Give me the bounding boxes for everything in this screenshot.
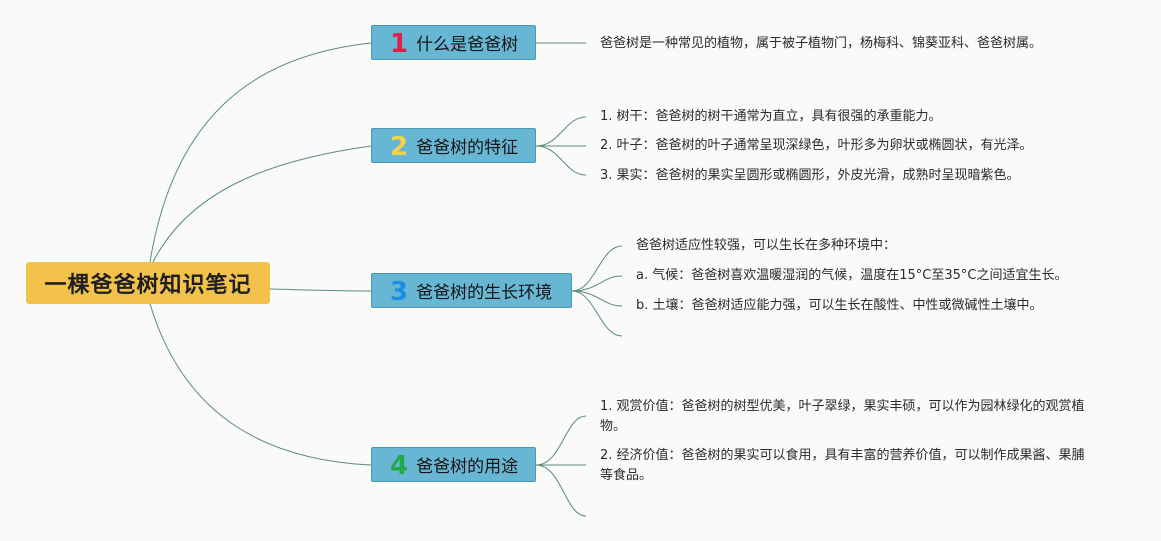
topic-3-item-2: a. 气候：爸爸树喜欢温暖湿润的气候，温度在15°C至35°C之间适宜生长。: [636, 268, 1068, 283]
number-1-icon: 1: [390, 28, 409, 59]
topic-3-node[interactable]: 3 爸爸树的生长环境: [371, 273, 572, 308]
topic-2-item-1: 1. 树干：爸爸树的树干通常为直立，具有很强的承重能力。: [600, 109, 942, 124]
topic-2-label: 爸爸树的特征: [416, 138, 519, 158]
topic-4-item-2: 2. 经济价值：爸爸树的果实可以食用，具有丰富的营养价值，可以制作成果酱、果脯等…: [600, 448, 1085, 484]
topic-3-item-3: b. 土壤：爸爸树适应能力强，可以生长在酸性、中性或微碱性土壤中。: [636, 298, 1043, 313]
topic-4-item-1: 1. 观赏价值：爸爸树的树型优美，叶子翠绿，果实丰硕，可以作为园林绿化的观赏植物…: [600, 399, 1085, 435]
topic-2-item-3: 3. 果实：爸爸树的果实呈圆形或椭圆形，外皮光滑，成熟时呈现暗紫色。: [600, 168, 1020, 183]
topic-1-node[interactable]: 1 什么是爸爸树: [371, 25, 536, 60]
topic-4-label: 爸爸树的用途: [416, 457, 519, 477]
topic-3-item-1: 爸爸树适应性较强，可以生长在多种环境中：: [636, 238, 897, 253]
number-2-icon: 2: [390, 131, 409, 162]
topic-1-item-1: 爸爸树是一种常见的植物，属于被子植物门，杨梅科、锦葵亚科、爸爸树属。: [600, 36, 1043, 51]
number-3-icon: 3: [390, 276, 409, 307]
number-4-icon: 4: [390, 450, 409, 481]
root-title: 一棵爸爸树知识笔记: [44, 273, 252, 298]
topic-3-label: 爸爸树的生长环境: [416, 283, 553, 303]
topic-2-item-2: 2. 叶子：爸爸树的叶子通常呈现深绿色，叶形多为卵状或椭圆状，有光泽。: [600, 138, 1033, 153]
topic-2-node[interactable]: 2 爸爸树的特征: [371, 128, 536, 163]
root-node[interactable]: 一棵爸爸树知识笔记: [26, 262, 270, 304]
topic-1-label: 什么是爸爸树: [416, 35, 519, 55]
topic-4-node[interactable]: 4 爸爸树的用途: [371, 447, 536, 482]
